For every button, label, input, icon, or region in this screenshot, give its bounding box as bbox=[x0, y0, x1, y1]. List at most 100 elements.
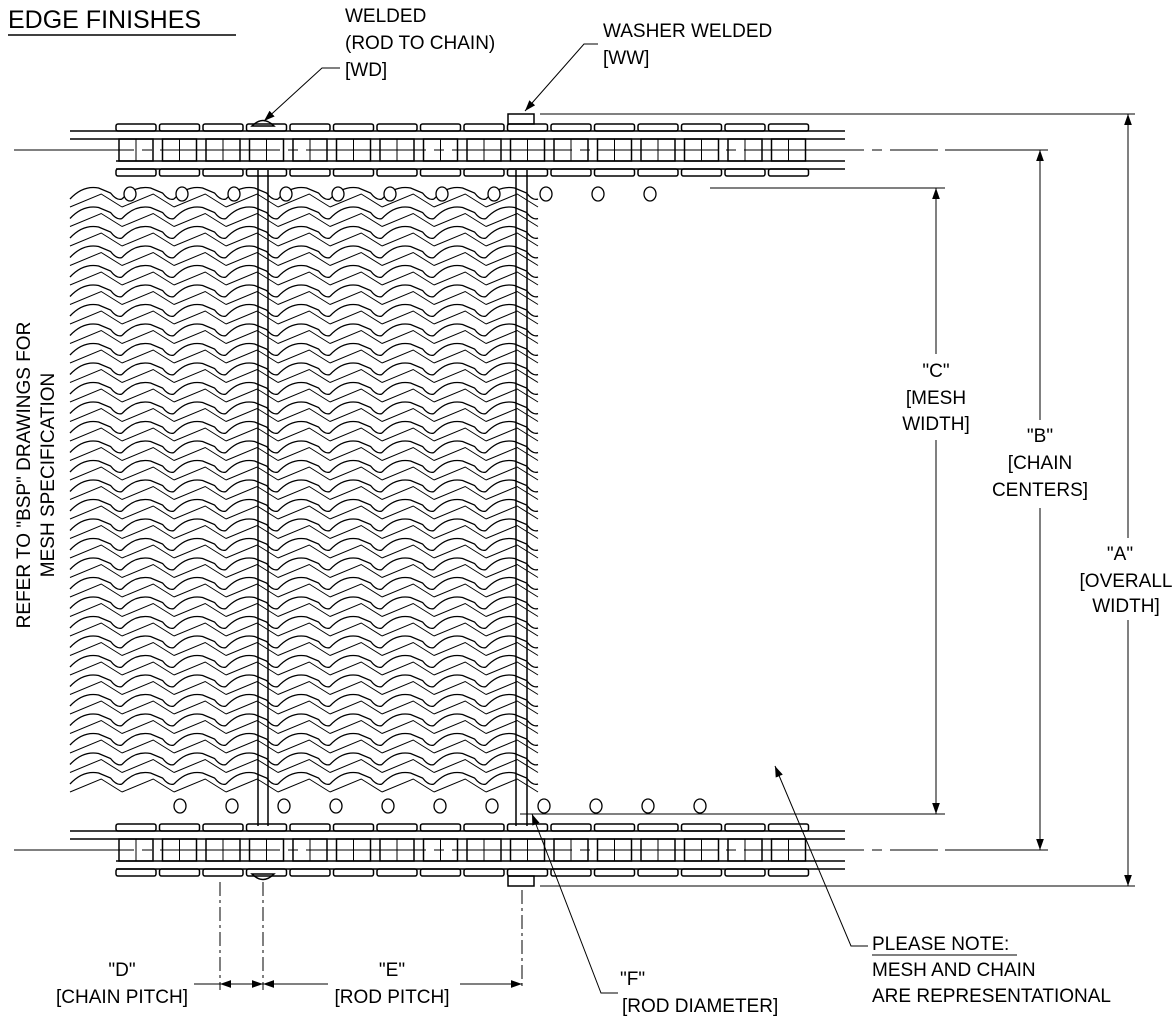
mesh-wire bbox=[69, 583, 123, 598]
mesh-wire bbox=[485, 498, 539, 513]
mesh-wire bbox=[121, 323, 175, 337]
mesh-wire bbox=[433, 310, 487, 325]
mesh-wire bbox=[433, 264, 487, 279]
mesh-wire bbox=[121, 420, 175, 435]
mesh-wire bbox=[433, 557, 487, 571]
mesh-wire bbox=[381, 381, 435, 396]
mesh-wire bbox=[121, 459, 175, 474]
mesh-wire bbox=[225, 388, 279, 403]
mesh-wire bbox=[173, 245, 227, 259]
chain-side-plate bbox=[376, 168, 418, 177]
mesh-wire bbox=[277, 271, 331, 286]
mesh-wire bbox=[121, 583, 175, 598]
mesh-wire bbox=[433, 576, 487, 591]
mesh-wire bbox=[69, 739, 123, 754]
mesh-wire bbox=[173, 206, 227, 220]
mesh-wire bbox=[277, 771, 331, 786]
mesh-wire bbox=[69, 557, 123, 571]
mesh-loop-top bbox=[279, 186, 293, 202]
dim-c-label-3: WIDTH] bbox=[902, 414, 970, 435]
mesh-wire bbox=[173, 264, 227, 279]
mesh-wire bbox=[121, 680, 175, 695]
mesh-wire bbox=[329, 771, 383, 786]
mesh-wire bbox=[121, 264, 175, 279]
mesh-wire bbox=[121, 700, 175, 715]
mesh-wire bbox=[433, 615, 487, 630]
mesh-wire bbox=[433, 524, 487, 539]
mesh-wire bbox=[433, 427, 487, 442]
mesh-wire bbox=[277, 576, 331, 591]
dim-c-label: "C" bbox=[922, 361, 949, 382]
chain-side-plate bbox=[289, 168, 331, 177]
mesh-wire bbox=[173, 758, 227, 773]
mesh-wire bbox=[121, 635, 175, 649]
mesh-wire bbox=[225, 700, 279, 715]
mesh-wire bbox=[121, 596, 175, 610]
mesh-wire bbox=[277, 505, 331, 520]
mesh-wire bbox=[121, 303, 175, 318]
mesh-wire bbox=[69, 479, 123, 493]
mesh-wire bbox=[225, 680, 279, 695]
centerlines bbox=[14, 149, 938, 851]
mesh-wire bbox=[433, 466, 487, 481]
mesh-loop-top bbox=[175, 186, 189, 202]
chain-side-plate bbox=[419, 823, 462, 832]
wire-mesh bbox=[69, 186, 707, 814]
mesh-wire bbox=[277, 713, 331, 727]
mesh-wire bbox=[121, 225, 175, 240]
mesh-wire bbox=[225, 329, 279, 344]
mesh-wire bbox=[277, 654, 331, 669]
mesh-wire bbox=[277, 778, 331, 793]
mesh-wire bbox=[381, 303, 435, 318]
mesh-wire bbox=[173, 576, 227, 591]
mesh-wire bbox=[433, 641, 487, 656]
chain-side-plate bbox=[289, 123, 331, 132]
mesh-wire bbox=[433, 368, 487, 383]
mesh-wire bbox=[121, 752, 175, 766]
mesh-wire bbox=[433, 362, 487, 376]
mesh-loop-bottom bbox=[277, 798, 291, 814]
mesh-wire bbox=[225, 479, 279, 493]
mesh-wire bbox=[329, 427, 383, 442]
mesh-wire bbox=[225, 420, 279, 435]
chain-side-plate bbox=[419, 168, 462, 177]
note-line-1: MESH AND CHAIN bbox=[872, 960, 1036, 981]
mesh-wire bbox=[121, 498, 175, 513]
mesh-loop-bottom bbox=[537, 798, 551, 814]
chain-side-plate bbox=[115, 168, 157, 177]
mesh-wire bbox=[225, 271, 279, 286]
mesh-wire bbox=[225, 518, 279, 532]
chain-side-plate bbox=[115, 823, 157, 832]
mesh-wire bbox=[433, 498, 487, 513]
mesh-wire bbox=[381, 485, 435, 500]
mesh-wire bbox=[69, 459, 123, 474]
mesh-wire bbox=[225, 602, 279, 617]
mesh-wire bbox=[69, 674, 123, 688]
mesh-wire bbox=[329, 388, 383, 403]
mesh-wire bbox=[485, 479, 539, 493]
mesh-wire bbox=[69, 401, 123, 415]
mesh-wire bbox=[173, 193, 227, 208]
mesh-wire bbox=[381, 310, 435, 325]
mesh-wire bbox=[121, 284, 175, 298]
mesh-wire bbox=[173, 505, 227, 520]
mesh-wire bbox=[225, 342, 279, 357]
mesh-wire bbox=[485, 583, 539, 598]
rod-right bbox=[515, 170, 528, 826]
mesh-wire bbox=[121, 368, 175, 383]
mesh-wire bbox=[225, 303, 279, 318]
mesh-wire bbox=[277, 498, 331, 513]
mesh-wire bbox=[69, 563, 123, 578]
mesh-wire bbox=[173, 654, 227, 669]
mesh-wire bbox=[433, 329, 487, 344]
mesh-wire bbox=[69, 310, 123, 325]
mesh-wire bbox=[225, 407, 279, 422]
mesh-wire bbox=[329, 323, 383, 337]
mesh-wire bbox=[225, 537, 279, 552]
mesh-wire bbox=[277, 537, 331, 552]
mesh-wire bbox=[225, 446, 279, 461]
mesh-wire bbox=[121, 544, 175, 559]
mesh-wire bbox=[329, 310, 383, 325]
mesh-wire bbox=[225, 732, 279, 747]
mesh-wire bbox=[277, 602, 331, 617]
